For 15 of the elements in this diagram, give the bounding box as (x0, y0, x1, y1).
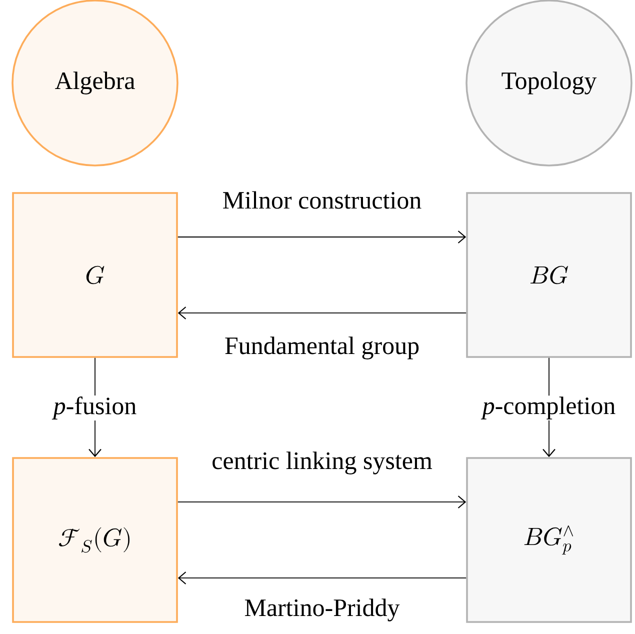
arrow (177, 230, 466, 244)
arrow (178, 572, 467, 584)
process-box: $\mathcal{F}_S(G)$ (12, 457, 178, 623)
process-box: $G$ (12, 192, 178, 358)
edge-label: p-fusion (52, 396, 138, 420)
arrow (177, 496, 466, 508)
circle-node: Topology (466, 0, 632, 166)
process-box: $BG^{\wedge}_p$ (466, 457, 632, 623)
process-box: $BG$ (466, 192, 632, 358)
edge-label: Fundamental group (223, 336, 421, 360)
edge-label: Martino-Priddy (243, 598, 401, 622)
edge-label: p-completion (480, 396, 617, 420)
edge-label: centric linking system (210, 450, 434, 476)
arrow (178, 306, 467, 320)
edge-label: Milnor construction (221, 190, 423, 210)
